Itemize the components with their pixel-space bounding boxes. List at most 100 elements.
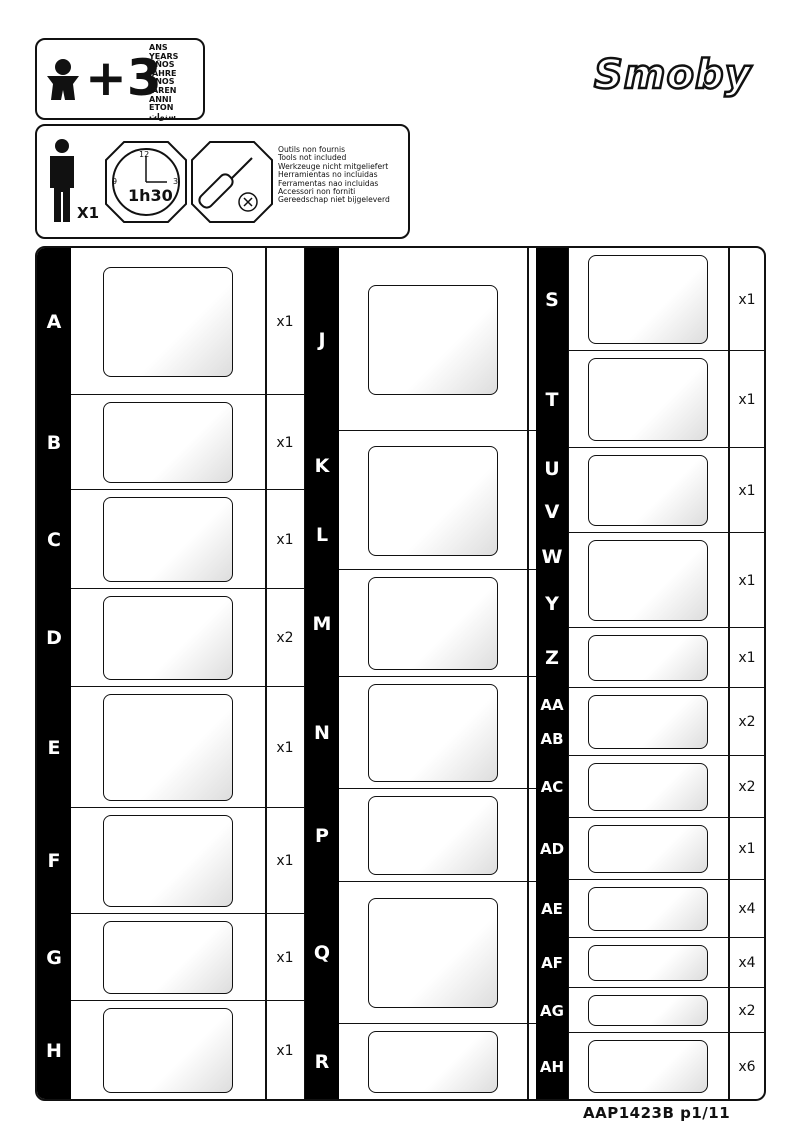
part-row-af: [536, 938, 764, 988]
clock-number-9: 9: [112, 177, 118, 186]
tools-info-box: [35, 124, 410, 239]
qty-divider: [728, 818, 730, 880]
part-row-g: [37, 914, 305, 1001]
part-letter-bar: [37, 914, 71, 1001]
part-drawing-n: [368, 684, 498, 782]
part-letter-u: U: [544, 458, 560, 481]
part-letter-d: D: [46, 627, 62, 649]
qty-divider: [527, 570, 529, 677]
part-row-f: [37, 808, 305, 914]
qty-divider: [728, 938, 730, 988]
part-quantity-c: x1: [276, 531, 294, 548]
qty-divider: [265, 395, 267, 490]
part-letter-bar: [37, 687, 71, 808]
qty-divider: [728, 1033, 730, 1099]
child-figure-icon: [47, 59, 79, 100]
part-drawing-w: [588, 540, 708, 621]
person-count: X1: [77, 204, 100, 222]
part-row-ag: [536, 988, 764, 1033]
part-drawing-c: [103, 497, 233, 582]
parts-list: Ax1Bx1Cx1Dx2Ex1Fx1Gx1Hx1Jx1KLx1Mx1Nx1Px1…: [35, 246, 766, 1101]
part-row-b: [37, 395, 305, 490]
part-letter-bar: [305, 882, 339, 1024]
age-badge: +3: [85, 49, 162, 107]
part-drawing-h: [103, 1008, 233, 1093]
part-row-k: [305, 431, 569, 570]
person-icon: [50, 139, 74, 222]
qty-divider: [728, 988, 730, 1033]
part-letter-bar: [536, 756, 568, 818]
part-row-q: [305, 882, 569, 1024]
part-letter-e: E: [47, 736, 61, 759]
screwdriver-icon: [191, 141, 273, 223]
part-letter-n: N: [314, 722, 330, 744]
part-drawing-ag: [588, 995, 708, 1026]
part-drawing-ae: [588, 887, 708, 931]
part-row-n: [305, 677, 569, 789]
part-letter-bar: [536, 688, 568, 756]
part-letter-a: A: [46, 310, 62, 333]
part-quantity-ag: x2: [738, 1002, 756, 1019]
qty-divider: [527, 882, 529, 1024]
part-row-s: [536, 248, 764, 351]
part-drawing-ac: [588, 763, 708, 811]
part-letter-bar: [305, 431, 339, 570]
part-row-u: [536, 448, 764, 533]
part-letter-bar: [37, 1001, 71, 1099]
brand-logo: Smoby: [593, 51, 752, 100]
part-letter-bar: [536, 1033, 568, 1099]
part-quantity-af: x4: [738, 955, 756, 971]
part-quantity-w: x1: [738, 572, 756, 589]
qty-divider: [527, 248, 529, 431]
qty-divider: [728, 448, 730, 533]
part-letter-bar: [37, 490, 71, 589]
part-drawing-f: [103, 815, 233, 907]
document-reference: AAP1423B p1/11: [583, 1104, 731, 1122]
part-row-j: [305, 248, 569, 431]
part-row-h: [37, 1001, 305, 1099]
part-drawing-e: [103, 694, 233, 801]
part-drawing-p: [368, 796, 498, 875]
qty-divider: [728, 533, 730, 628]
part-letter-ad: AD: [539, 840, 565, 858]
part-letter-bar: [305, 248, 339, 431]
part-letter-bar: [305, 570, 339, 677]
part-drawing-t: [588, 358, 708, 441]
qty-divider: [527, 431, 529, 570]
part-row-z: [536, 628, 764, 688]
qty-divider: [265, 1001, 267, 1099]
part-drawing-m: [368, 577, 498, 670]
part-letter-bar: [305, 677, 339, 789]
part-row-r: [305, 1024, 569, 1099]
part-quantity-h: x1: [276, 1042, 294, 1059]
part-drawing-s: [588, 255, 708, 344]
part-drawing-b: [103, 402, 233, 483]
part-quantity-s: x1: [738, 291, 756, 308]
part-quantity-d: x2: [276, 630, 294, 646]
part-letter-g: G: [46, 946, 62, 969]
part-letter-bar: [305, 1024, 339, 1099]
part-drawing-aa: [588, 695, 708, 749]
part-quantity-ae: x4: [738, 901, 756, 917]
part-letter-ac: AC: [540, 778, 564, 796]
part-drawing-a: [103, 266, 233, 377]
part-letter-r: R: [314, 1051, 330, 1073]
clock-number-12: 12: [139, 150, 150, 159]
qty-divider: [728, 880, 730, 938]
qty-divider: [265, 914, 267, 1001]
qty-divider: [527, 677, 529, 789]
part-row-m: [305, 570, 569, 677]
part-letter-ae: AE: [541, 900, 563, 918]
part-row-aa: [536, 688, 764, 756]
part-letter-b: B: [46, 431, 62, 454]
part-letter-v: V: [544, 500, 560, 523]
part-letter-ab: AB: [540, 730, 564, 748]
qty-divider: [728, 351, 730, 448]
qty-divider: [265, 808, 267, 914]
clock-icon: [105, 141, 187, 223]
qty-divider: [265, 589, 267, 687]
part-quantity-ad: x1: [738, 841, 756, 857]
qty-divider: [265, 490, 267, 589]
